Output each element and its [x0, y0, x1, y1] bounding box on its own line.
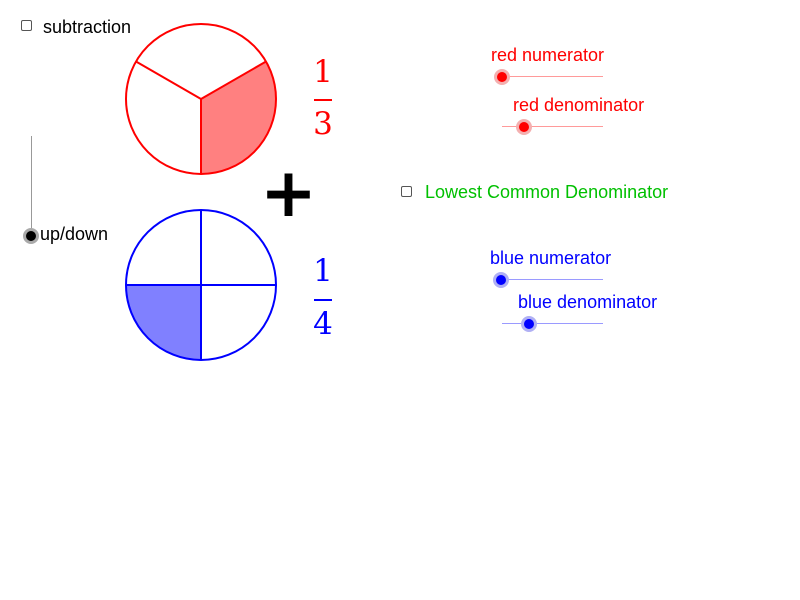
- red-denominator-label: red denominator: [513, 95, 645, 115]
- updown-slider-track[interactable]: [31, 136, 32, 236]
- blue-fraction-bar: [314, 299, 332, 301]
- lcd-label: Lowest Common Denominator: [425, 182, 669, 202]
- updown-slider-knob[interactable]: [23, 228, 39, 244]
- red-fraction-numerator: 1: [313, 54, 333, 90]
- blue-fraction-denominator: 4: [313, 306, 333, 342]
- red-denominator-slider-knob[interactable]: [516, 119, 532, 135]
- blue-pie-shaded-sector: [126, 285, 201, 360]
- blue-denominator-slider-knob[interactable]: [521, 316, 537, 332]
- red-numerator-label: red numerator: [491, 45, 605, 65]
- red-pie-shaded-sector: [201, 61, 277, 175]
- subtraction-label: subtraction: [43, 17, 132, 37]
- lcd-checkbox[interactable]: [401, 186, 412, 197]
- blue-denominator-label: blue denominator: [518, 292, 658, 312]
- red-pie-divider: [135, 60, 202, 100]
- red-fraction-denominator: 3: [313, 106, 333, 142]
- red-numerator-slider-track[interactable]: [502, 76, 603, 77]
- red-fraction-pie: [125, 23, 277, 175]
- red-denominator-slider-track[interactable]: [502, 126, 603, 127]
- blue-numerator-slider-knob[interactable]: [493, 272, 509, 288]
- blue-denominator-slider-track[interactable]: [502, 323, 603, 324]
- red-fraction-bar: [314, 99, 332, 101]
- updown-label: up/down: [40, 224, 109, 244]
- red-numerator-slider-knob[interactable]: [494, 69, 510, 85]
- operator-sign: +: [260, 154, 317, 233]
- blue-fraction-numerator: 1: [313, 253, 333, 289]
- subtraction-checkbox[interactable]: [21, 20, 32, 31]
- blue-fraction-pie: [125, 209, 277, 361]
- red-pie-divider: [200, 60, 267, 100]
- blue-numerator-slider-track[interactable]: [502, 279, 603, 280]
- blue-numerator-label: blue numerator: [490, 248, 612, 268]
